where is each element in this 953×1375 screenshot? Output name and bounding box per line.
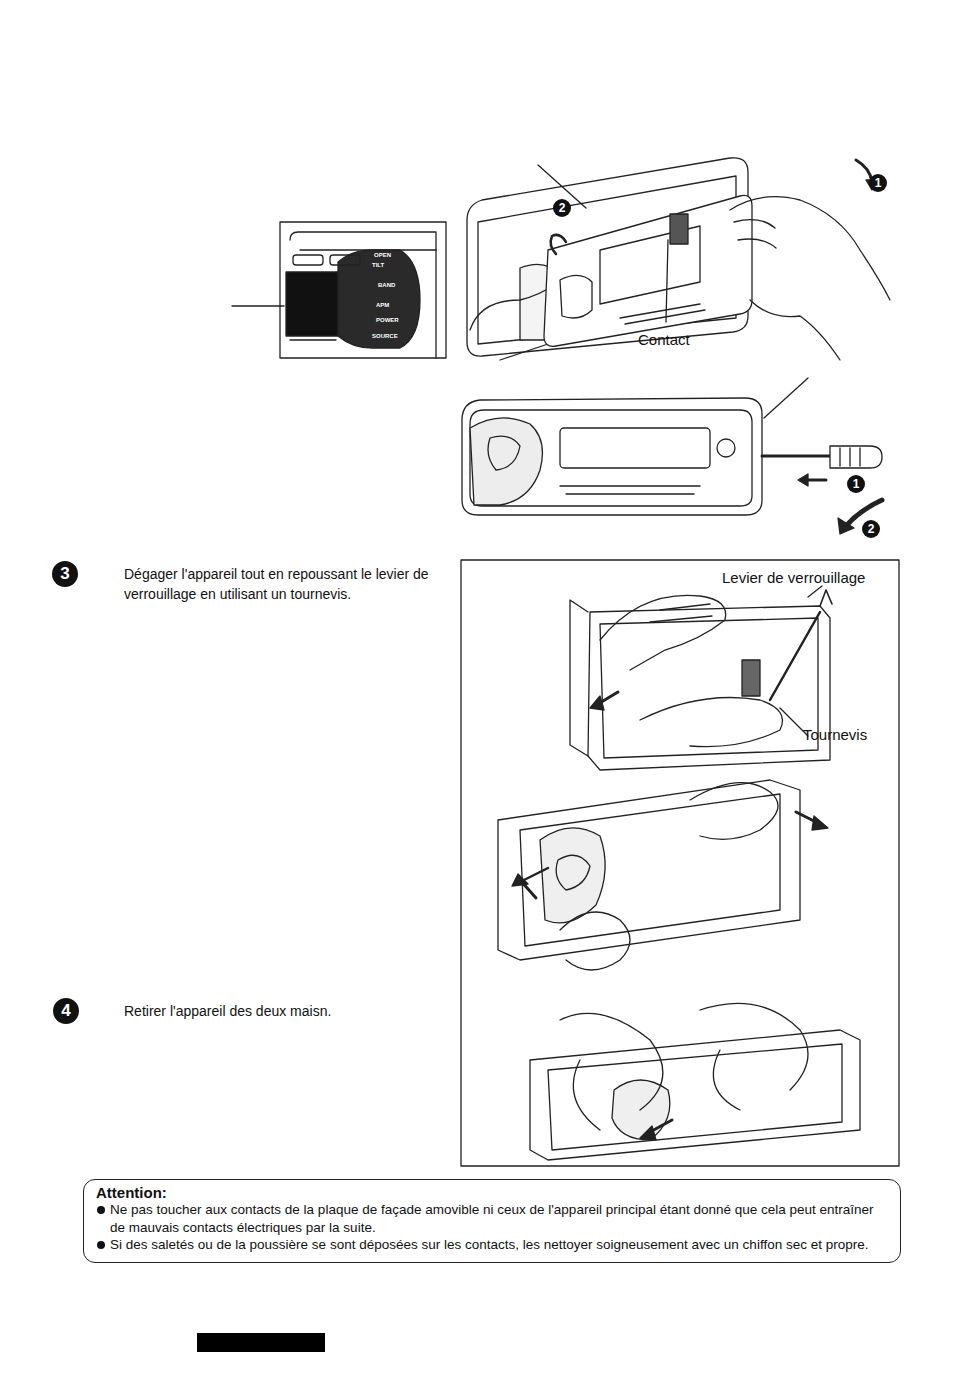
step-number: 4: [53, 998, 79, 1024]
step-text: Dégager l'appareil tout en repoussant le…: [124, 564, 454, 605]
callout-number: 2: [553, 199, 571, 217]
button-label: OPEN: [374, 252, 391, 259]
note-item: Ne pas toucher aux contacts de la plaque…: [96, 1201, 888, 1236]
button-label: APM: [376, 302, 389, 309]
step-number: 3: [52, 561, 78, 587]
part-label: Contact: [638, 331, 690, 348]
note-heading: Attention:: [96, 1184, 888, 1201]
part-label: Tournevis: [803, 726, 867, 743]
step-text: Retirer l'appareil des deux maisn.: [124, 1001, 454, 1021]
button-label: BAND: [378, 282, 395, 289]
bullet: [97, 1206, 105, 1214]
callout-number: 2: [862, 520, 880, 538]
bullet: [97, 1241, 105, 1249]
attention-box: Attention:Ne pas toucher aux contacts de…: [83, 1179, 901, 1263]
button-label: SOURCE: [372, 333, 398, 340]
part-label: Levier de verrouillage: [722, 569, 865, 586]
callout-number: 1: [869, 174, 887, 192]
note-item: Si des saletés ou de la poussière se son…: [96, 1236, 888, 1254]
callout-number: 1: [847, 475, 865, 493]
button-label: TILT: [372, 262, 384, 269]
button-label: POWER: [376, 317, 399, 324]
